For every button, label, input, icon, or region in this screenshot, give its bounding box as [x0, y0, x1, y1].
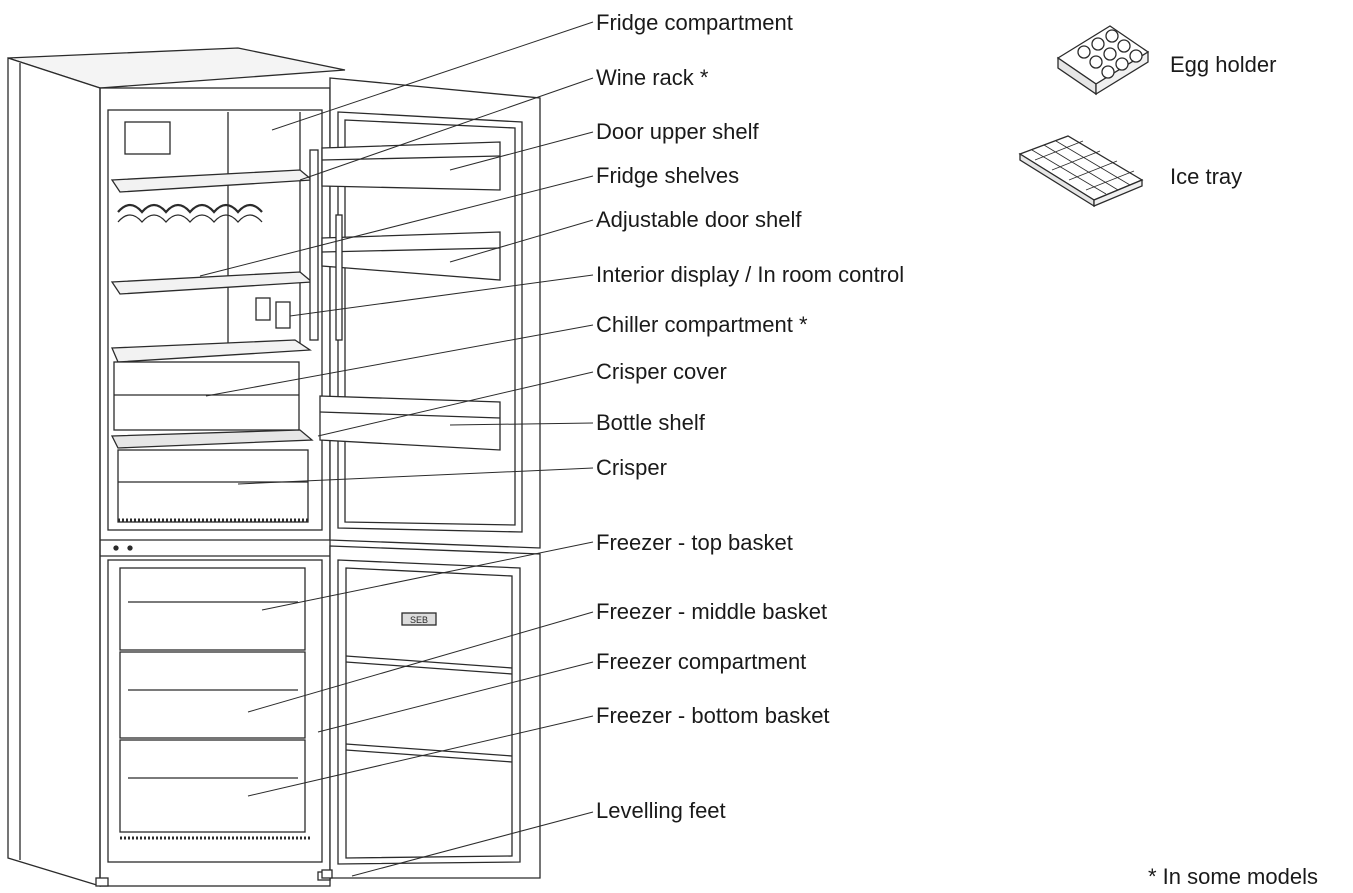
label-bottle-shelf: Bottle shelf: [596, 410, 705, 435]
label-freezer-compartment: Freezer compartment: [596, 649, 807, 674]
label-egg-holder: Egg holder: [1170, 52, 1277, 77]
label-freezer-middle-basket: Freezer - middle basket: [596, 599, 828, 624]
label-chiller-compartment: Chiller compartment *: [596, 312, 808, 337]
label-adjustable-door-shelf: Adjustable door shelf: [596, 207, 802, 232]
leader-lines: [199, 21, 594, 877]
label-levelling-feet: Levelling feet: [596, 798, 726, 823]
label-crisper-cover: Crisper cover: [596, 359, 727, 384]
fridge-cabinet: [7, 47, 346, 887]
label-ice-tray: Ice tray: [1170, 164, 1243, 189]
label-freezer-top-basket: Freezer - top basket: [596, 530, 793, 555]
svg-text:SEB: SEB: [410, 615, 428, 625]
label-fridge-compartment: Fridge compartment: [596, 10, 793, 35]
label-interior-display: Interior display / In room control: [596, 262, 905, 287]
footnote: * In some models: [1148, 864, 1318, 889]
label-crisper: Crisper: [596, 455, 667, 480]
label-wine-rack: Wine rack *: [596, 65, 709, 90]
ice-tray-illustration: [1018, 135, 1144, 208]
egg-holder-illustration: [1056, 25, 1150, 96]
fridge-door: [309, 77, 541, 549]
freezer-door: SEB: [321, 545, 541, 879]
label-freezer-bottom-basket: Freezer - bottom basket: [596, 703, 830, 728]
label-door-upper-shelf: Door upper shelf: [596, 119, 759, 144]
label-fridge-shelves: Fridge shelves: [596, 163, 740, 188]
